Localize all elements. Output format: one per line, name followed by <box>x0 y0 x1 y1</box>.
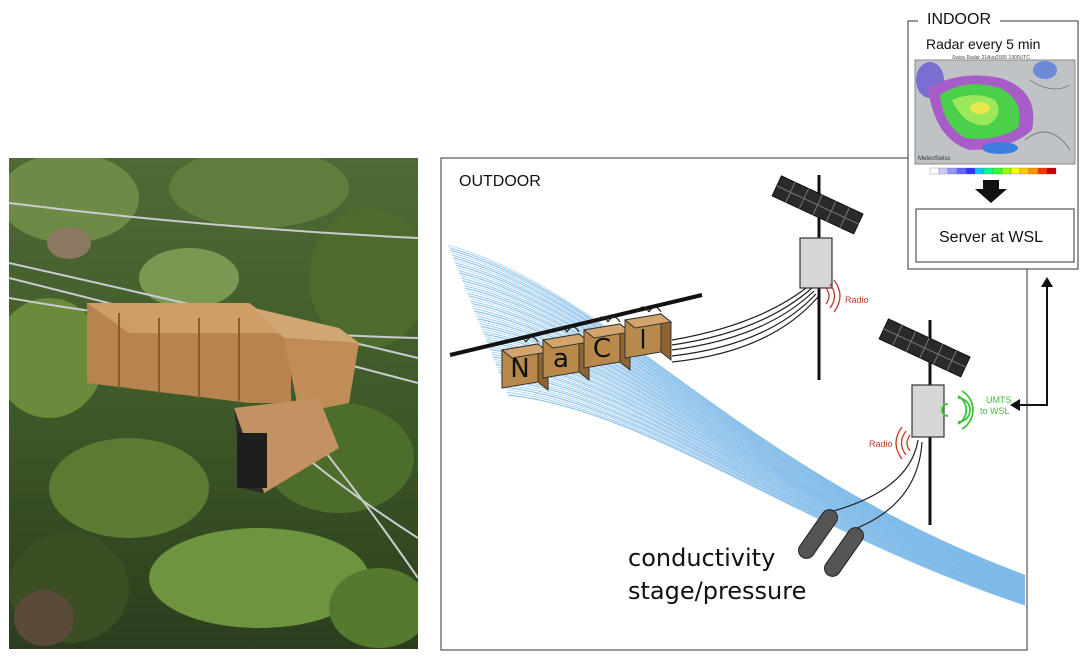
river-streak <box>454 259 1026 579</box>
outdoor-label: OUTDOOR <box>459 173 541 190</box>
river-streak <box>462 280 1026 583</box>
legend-swatch <box>1010 167 1021 175</box>
suspension-rope <box>449 293 703 357</box>
river-streak <box>499 374 1026 602</box>
river-streak <box>469 298 1026 586</box>
salt-box-letter: a <box>553 344 569 374</box>
river-streak <box>457 267 1026 580</box>
sensor-label-stage: stage/pressure <box>628 577 806 605</box>
radar-caption: Radar every 5 min <box>926 36 1040 52</box>
conductivity-probe <box>798 509 838 559</box>
river-streak <box>463 282 1026 583</box>
server-box <box>915 208 1075 263</box>
river-streak <box>472 305 1026 588</box>
umts-label-line1: UMTS <box>986 395 1012 405</box>
river-streak <box>455 264 1026 580</box>
salt-box-hanging <box>234 398 339 493</box>
river-streak <box>505 389 1026 605</box>
legend-swatch <box>983 167 994 175</box>
river-streak <box>507 394 1026 606</box>
legend-swatch <box>1037 167 1048 175</box>
radar-color-legend <box>929 167 1057 175</box>
radar-map: MeteoSwiss <box>914 59 1076 165</box>
river-streak <box>465 287 1026 585</box>
sensor-probes <box>798 509 864 577</box>
relay-mast: Radio <box>771 175 869 380</box>
salt-box-letter: l <box>639 322 646 352</box>
radar-logo: MeteoSwiss <box>918 156 950 162</box>
radio-label-1: Radio <box>845 295 869 305</box>
river-streak <box>498 371 1026 601</box>
field-photo <box>9 158 418 649</box>
legend-swatch <box>929 167 940 175</box>
indoor-label-bg <box>918 10 1000 30</box>
river-streak <box>447 244 1026 576</box>
river-streak <box>452 257 1026 579</box>
salt-box: a <box>541 326 591 382</box>
server-label: Server at WSL <box>939 229 1043 246</box>
legend-swatch <box>992 167 1003 175</box>
down-arrow <box>975 180 1007 203</box>
river-streak <box>478 320 1026 591</box>
salt-box-open-lid <box>254 308 359 413</box>
box-cables <box>671 284 819 363</box>
sensor-cables <box>829 439 923 531</box>
river-streak <box>459 272 1026 582</box>
legend-swatch <box>1019 167 1030 175</box>
foliage <box>9 158 418 648</box>
river-streak <box>460 275 1026 582</box>
legend-swatch <box>965 167 976 175</box>
river-streak <box>495 363 1026 600</box>
salt-box: N <box>500 336 550 392</box>
legend-swatch <box>1046 167 1057 175</box>
logger-box-2 <box>911 384 945 438</box>
legend-swatch <box>938 167 949 175</box>
radio-waves-1 <box>825 279 841 313</box>
river-streak <box>474 310 1026 589</box>
legend-swatch <box>1001 167 1012 175</box>
river-streak <box>502 381 1026 603</box>
umts-to-server-arrow <box>1010 277 1053 411</box>
radio-waves-2 <box>895 426 911 460</box>
river-streak <box>468 295 1026 586</box>
river-streak <box>501 379 1026 603</box>
salt-box-letter: C <box>593 334 611 364</box>
legend-swatch <box>947 167 958 175</box>
umts-waves <box>941 390 974 430</box>
river-streak <box>466 290 1026 585</box>
legend-swatch <box>956 167 967 175</box>
river-streak <box>504 386 1026 605</box>
sensor-label-conductivity: conductivity <box>628 544 775 572</box>
umts-label-line2: to WSL <box>980 406 1010 416</box>
pressure-probe <box>824 527 864 577</box>
river-streak <box>471 302 1026 588</box>
radio-label-2: Radio <box>869 439 893 449</box>
river-streak <box>477 318 1026 591</box>
gateway-mast: Radio UMTS to WSL <box>869 318 1012 525</box>
salt-box-letter: N <box>510 354 529 384</box>
salt-box-left <box>87 303 291 403</box>
river-streak <box>449 249 1026 577</box>
legend-swatch <box>974 167 985 175</box>
indoor-label: INDOOR <box>927 11 991 28</box>
salt-box: l <box>623 306 673 362</box>
river-streak <box>450 252 1026 577</box>
river-streak <box>496 366 1026 600</box>
radar-subcaption: Swiss Radar 21Aug2005 1900UTC <box>952 55 1030 61</box>
solar-panel-2 <box>878 318 971 378</box>
legend-swatch <box>1028 167 1039 175</box>
solar-panel-1 <box>771 175 864 235</box>
logger-box-1 <box>799 237 833 289</box>
